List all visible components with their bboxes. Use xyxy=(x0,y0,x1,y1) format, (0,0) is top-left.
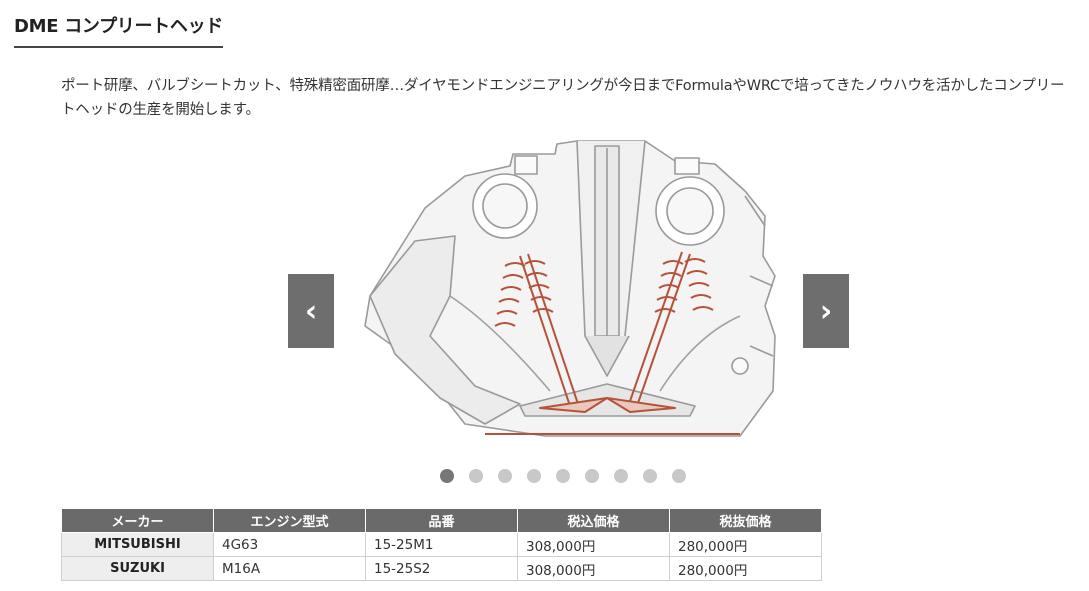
slider-dot-8[interactable] xyxy=(643,469,657,483)
cell-maker: SUZUKI xyxy=(61,556,214,581)
slider-dot-3[interactable] xyxy=(498,469,512,483)
cell-engine-model: 4G63 xyxy=(213,532,366,557)
slider-dot-5[interactable] xyxy=(556,469,570,483)
slider-dot-9[interactable] xyxy=(672,469,686,483)
slider-dot-7[interactable] xyxy=(614,469,628,483)
slider-next-button[interactable]: › xyxy=(803,274,849,348)
slider-dot-4[interactable] xyxy=(527,469,541,483)
table-header-row: メーカー エンジン型式 品番 税込価格 税抜価格 xyxy=(61,508,822,533)
table-row: SUZUKI M16A 15-25S2 308,000円 280,000円 xyxy=(61,556,822,581)
cell-price-excl-tax: 280,000円 xyxy=(669,532,822,557)
cell-engine-model: M16A xyxy=(213,556,366,581)
cell-part-number: 15-25M1 xyxy=(365,532,518,557)
product-spec-table: メーカー エンジン型式 品番 税込価格 税抜価格 MITSUBISHI 4G63… xyxy=(61,508,822,581)
slider-dot-1[interactable] xyxy=(440,469,454,483)
cell-price-incl-tax: 308,000円 xyxy=(517,556,670,581)
slider-pagination xyxy=(440,469,686,483)
cell-part-number: 15-25S2 xyxy=(365,556,518,581)
intro-text: ポート研摩、バルブシートカット、特殊精密面研摩…ダイヤモンドエンジニアリングが今… xyxy=(61,78,1065,118)
slider-prev-button[interactable]: ‹ xyxy=(288,274,334,348)
cell-maker: MITSUBISHI xyxy=(61,532,214,557)
header-price-excl-tax: 税抜価格 xyxy=(669,508,822,533)
cylinder-head-cutaway-image xyxy=(345,136,794,442)
slider-dot-6[interactable] xyxy=(585,469,599,483)
section-heading: DME コンプリートヘッド xyxy=(14,12,223,48)
slider-dot-2[interactable] xyxy=(469,469,483,483)
header-engine-model: エンジン型式 xyxy=(213,508,366,533)
image-slider: ‹ › xyxy=(288,136,849,446)
table-row: MITSUBISHI 4G63 15-25M1 308,000円 280,000… xyxy=(61,532,822,557)
header-part-number: 品番 xyxy=(365,508,518,533)
cell-price-excl-tax: 280,000円 xyxy=(669,556,822,581)
header-price-incl-tax: 税込価格 xyxy=(517,508,670,533)
header-maker: メーカー xyxy=(61,508,214,533)
cell-price-incl-tax: 308,000円 xyxy=(517,532,670,557)
